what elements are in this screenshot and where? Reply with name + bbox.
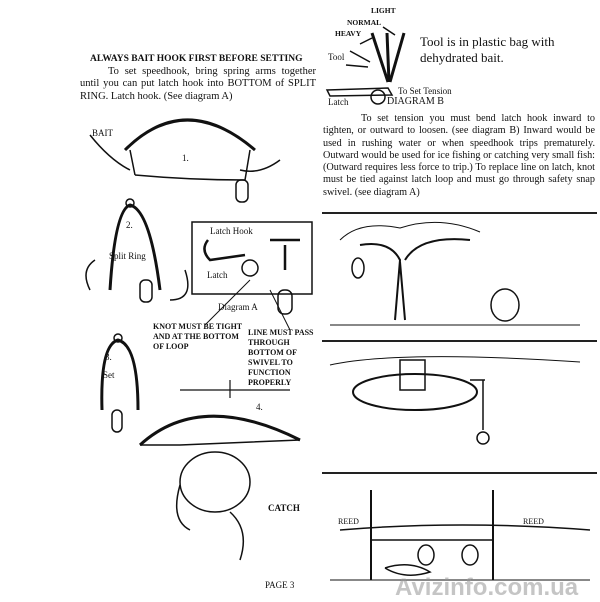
label-normal: NORMAL bbox=[347, 18, 382, 27]
label-latch: Latch bbox=[207, 270, 228, 280]
tool-note: Tool is in plastic bag with dehydrated b… bbox=[420, 34, 555, 65]
watermark: Avizinfo.com.ua bbox=[395, 574, 579, 601]
diagram-b-title: DIAGRAM B bbox=[387, 96, 444, 107]
label-light: LIGHT bbox=[371, 6, 396, 15]
label-reed-left: REED bbox=[338, 517, 359, 526]
label-latch-hook: Latch Hook bbox=[210, 226, 253, 236]
page-number: PAGE 3 bbox=[265, 580, 295, 590]
label-line: LINE MUST PASS THROUGH BOTTOM OF SWIVEL … bbox=[248, 328, 314, 387]
label-step2: 2. bbox=[126, 220, 133, 230]
label-to-set-tension: To Set Tension bbox=[398, 86, 452, 96]
label-bait: BAIT bbox=[92, 128, 113, 138]
intro-text: To set speedhook, bring spring arms toge… bbox=[80, 66, 316, 102]
tension-text: To set tension you must bend latch hook … bbox=[323, 113, 595, 198]
divider bbox=[322, 340, 597, 342]
label-tool: Tool bbox=[328, 52, 345, 62]
divider bbox=[322, 212, 597, 214]
label-step4: 4. bbox=[256, 402, 263, 412]
label-knot: KNOT MUST BE TIGHT AND AT THE BOTTOM OF … bbox=[153, 322, 242, 351]
label-latch-b: Latch bbox=[328, 97, 349, 107]
heading: ALWAYS BAIT HOOK FIRST BEFORE SETTING bbox=[90, 54, 303, 64]
label-heavy: HEAVY bbox=[335, 29, 362, 38]
label-reed-right: REED bbox=[523, 517, 544, 526]
label-catch: CATCH bbox=[268, 503, 300, 513]
label-set: Set bbox=[103, 370, 115, 380]
label-split-ring: Split Ring bbox=[109, 251, 146, 261]
label-diagram-a: Diagram A bbox=[218, 302, 258, 312]
divider bbox=[322, 472, 597, 474]
label-step3: 3. bbox=[105, 352, 112, 362]
label-step1: 1. bbox=[182, 153, 189, 163]
